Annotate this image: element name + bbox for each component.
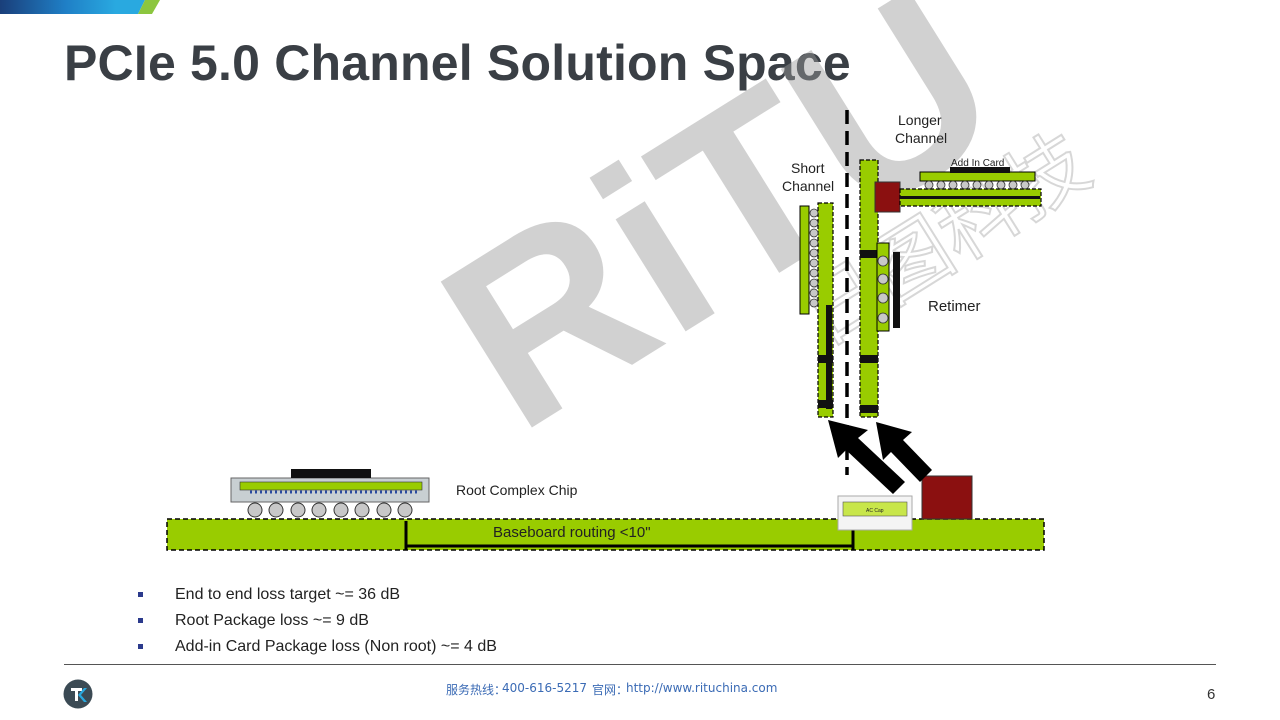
top-accent-bar xyxy=(0,0,160,14)
website-link[interactable]: http://www.rituchina.com xyxy=(626,681,778,695)
short-channel-label-2: Channel xyxy=(782,178,834,194)
bullet-square-icon xyxy=(138,592,143,597)
root-complex-chip: Root Complex Chip xyxy=(230,469,578,518)
loss-bullet-list: End to end loss target ~= 36 dB Root Pac… xyxy=(138,582,497,660)
longer-channel-riser: Retimer xyxy=(859,159,981,418)
retimer-chip-baseboard xyxy=(921,475,973,520)
page-number: 6 xyxy=(1207,686,1216,703)
add-in-card: Add In Card Longer Channel xyxy=(895,112,1042,207)
bullet-square-icon xyxy=(138,644,143,649)
root-complex-label: Root Complex Chip xyxy=(456,482,578,498)
watermark: RiTU 日图科技 xyxy=(398,0,1106,481)
bullet-item: Add-in Card Package loss (Non root) ~= 4… xyxy=(138,634,497,660)
short-channel-label-1: Short xyxy=(791,160,825,176)
bullet-square-icon xyxy=(138,618,143,623)
hotline-label: 服务热线： xyxy=(446,683,507,697)
ac-cap: AC Cap xyxy=(837,495,913,531)
short-channel-card: Short Channel xyxy=(782,160,834,418)
footer-divider xyxy=(64,664,1216,665)
baseboard-label: Baseboard routing <10" xyxy=(493,524,651,541)
bullet-item: Root Package loss ~= 9 dB xyxy=(138,608,497,634)
baseboard: Baseboard routing <10" xyxy=(166,518,1045,551)
longer-channel-label-1: Longer xyxy=(898,112,942,128)
website-label: 官网： xyxy=(592,683,629,697)
channel-diagram: RiTU 日图科技 Baseboard routing <10" Root Co… xyxy=(166,0,1106,551)
slide-title: PCIe 5.0 Channel Solution Space xyxy=(64,35,851,91)
bullet-text: Add-in Card Package loss (Non root) ~= 4… xyxy=(175,638,497,655)
ac-cap-label: AC Cap xyxy=(866,508,884,514)
insertion-arrows xyxy=(828,420,932,494)
ritu-logo-icon xyxy=(63,679,93,709)
longer-channel-label-2: Channel xyxy=(895,130,947,146)
retimer-label: Retimer xyxy=(928,298,981,315)
add-in-card-label: Add In Card xyxy=(951,158,1004,169)
bullet-text: End to end loss target ~= 36 dB xyxy=(175,586,401,603)
hotline-number: 400-616-5217 xyxy=(502,681,588,695)
bullet-item: End to end loss target ~= 36 dB xyxy=(138,582,497,608)
bullet-text: Root Package loss ~= 9 dB xyxy=(175,612,369,629)
